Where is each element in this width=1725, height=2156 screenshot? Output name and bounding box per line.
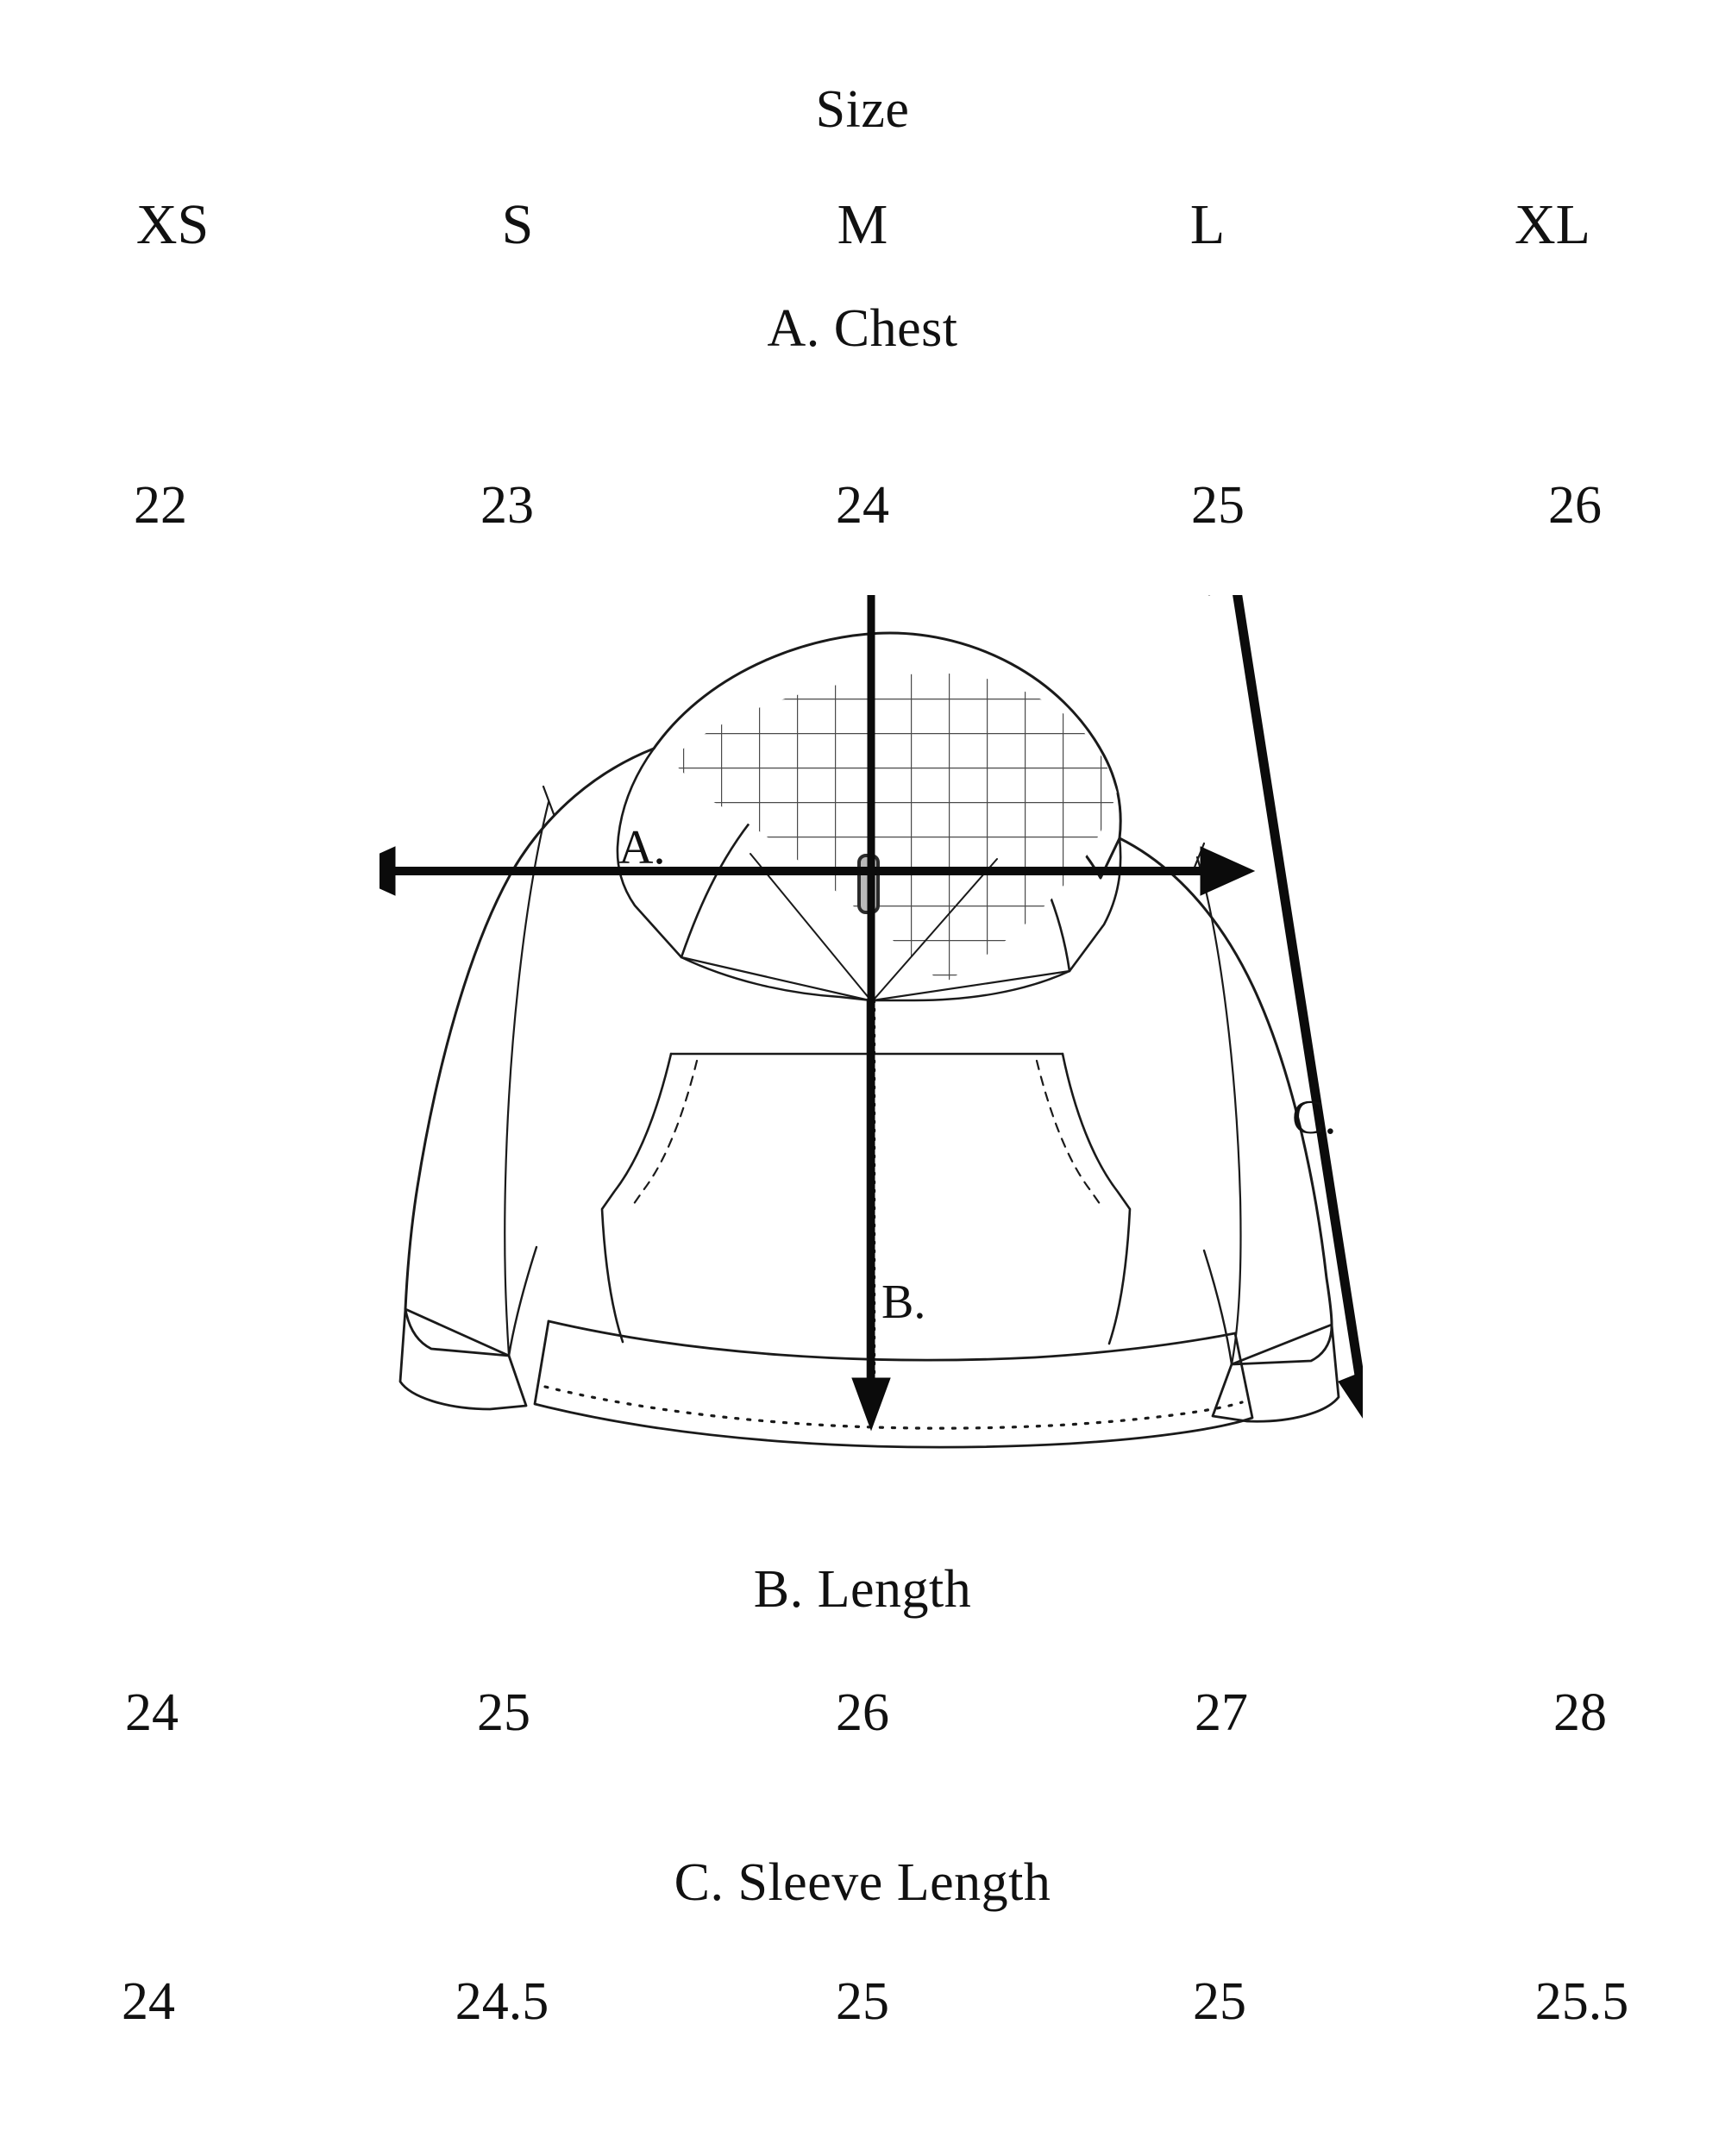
length-value-xl: 28 <box>1553 1683 1607 1742</box>
size-label-row: XS S M L XL <box>0 197 1725 254</box>
chest-value-row: 22 23 24 25 26 <box>0 479 1725 532</box>
sleeve-value-xs: 24 <box>122 1972 175 2031</box>
chest-value-m: 24 <box>836 476 889 535</box>
chest-heading: A. Chest <box>767 299 958 358</box>
sleeve-heading: C. Sleeve Length <box>674 1853 1051 1912</box>
chest-value-s: 23 <box>480 476 534 535</box>
callout-sleeve-label: C. <box>1292 1091 1337 1144</box>
length-value-l: 27 <box>1195 1683 1248 1742</box>
size-label-s: S <box>501 193 534 256</box>
length-heading: B. Length <box>753 1560 972 1619</box>
size-label-xl: XL <box>1515 193 1590 256</box>
chest-value-xl: 26 <box>1548 476 1602 535</box>
length-value-xs: 24 <box>125 1683 179 1742</box>
callout-chest-label: A. <box>618 821 666 874</box>
chest-value-xs: 22 <box>134 476 187 535</box>
size-label-m: M <box>837 193 888 256</box>
callout-length-label: B. <box>881 1275 926 1329</box>
sleeve-value-xl: 25.5 <box>1534 1972 1629 2031</box>
length-value-s: 25 <box>477 1683 530 1742</box>
length-value-row: 24 25 26 27 28 <box>0 1686 1725 1739</box>
sleeve-value-m: 25 <box>836 1972 889 2031</box>
size-label-xs: XS <box>135 193 210 256</box>
length-value-m: 26 <box>836 1683 889 1742</box>
page-title: Size <box>815 80 910 139</box>
sleeve-value-s: 24.5 <box>455 1972 549 2031</box>
chest-value-l: 25 <box>1191 476 1245 535</box>
hoodie-technical-flat <box>380 595 1363 1544</box>
sleeve-value-row: 24 24.5 25 25 25.5 <box>0 1975 1725 2028</box>
size-label-l: L <box>1189 193 1226 256</box>
sleeve-value-l: 25 <box>1193 1972 1246 2031</box>
